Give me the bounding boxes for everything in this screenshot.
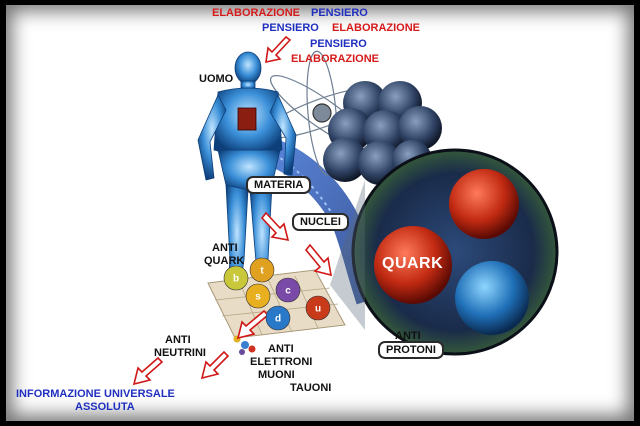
nuclei-tag: NUCLEI [292,213,349,231]
elaborazione-label-3: ELABORAZIONE [291,53,379,65]
quark-ball-label-d: d [275,314,281,325]
quark-label: QUARK [382,255,444,272]
materia-tag: MATERIA [246,176,312,194]
informazione-universale-label: INFORMAZIONE UNIVERSALE [16,388,175,400]
quark-ball-u [305,295,331,321]
quark-ball-d [265,305,291,331]
elaborazione-label-2: ELABORAZIONE [332,22,420,34]
quark-ball-label-c: c [285,286,291,297]
anti-quark-label-line1: ANTI [212,242,238,254]
pensiero-label-2: PENSIERO [262,22,319,34]
proton-sphere [351,148,559,356]
quark-ball-label-t: t [260,266,264,277]
pensiero-label-1: PENSIERO [311,7,368,19]
uomo-label: UOMO [199,73,234,85]
anti-elettroni-label-line2: ELETTRONI [250,356,313,368]
pensiero-label-3: PENSIERO [310,38,367,50]
anti-quark-label-line2: QUARK [204,255,245,267]
anti-protoni-label-line1: ANTI [395,330,421,342]
anti-neutrini-label-line2: NEUTRINI [154,347,206,359]
assoluta-label: ASSOLUTA [75,401,135,413]
quark-ball-b [223,265,249,291]
quark-ball-s [245,283,271,309]
anti-protoni-tag: PROTONI [378,341,444,359]
quark-ball-t [249,257,275,283]
elaborazione-label-1: ELABORAZIONE [212,7,300,19]
flow-arrows [132,35,333,386]
zoom-cone [330,180,365,330]
quark-ball-label-s: s [255,292,261,303]
anti-elettroni-label-line1: ANTI [268,343,294,355]
muoni-label: MUONI [258,369,295,381]
lepton-particles [233,335,256,355]
quark-balls: b t s c d u [223,257,331,331]
quark-ball-label-b: b [233,274,239,285]
quark-ball-label-u: u [315,304,321,315]
tauoni-label: TAUONI [290,382,332,394]
anti-neutrini-label-line1: ANTI [165,334,191,346]
quark-ball-c [275,277,301,303]
